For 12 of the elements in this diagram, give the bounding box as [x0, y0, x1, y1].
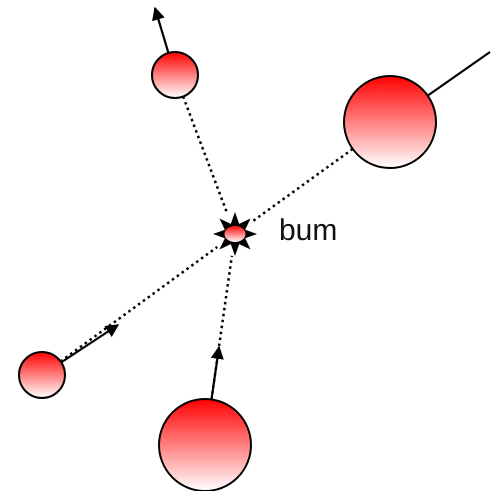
arrow: [210, 346, 224, 400]
line: [427, 51, 491, 97]
burst-label: bum: [279, 216, 338, 246]
sphere: [342, 74, 438, 170]
dotted-path-line: [252, 148, 354, 222]
dotted-path-line: [182, 96, 228, 214]
sphere: [17, 350, 67, 400]
arrow: [152, 6, 170, 54]
sphere: [150, 50, 200, 100]
arrow: [60, 324, 120, 364]
dotted-path-line: [60, 246, 218, 362]
explosion-burst: [211, 210, 259, 258]
